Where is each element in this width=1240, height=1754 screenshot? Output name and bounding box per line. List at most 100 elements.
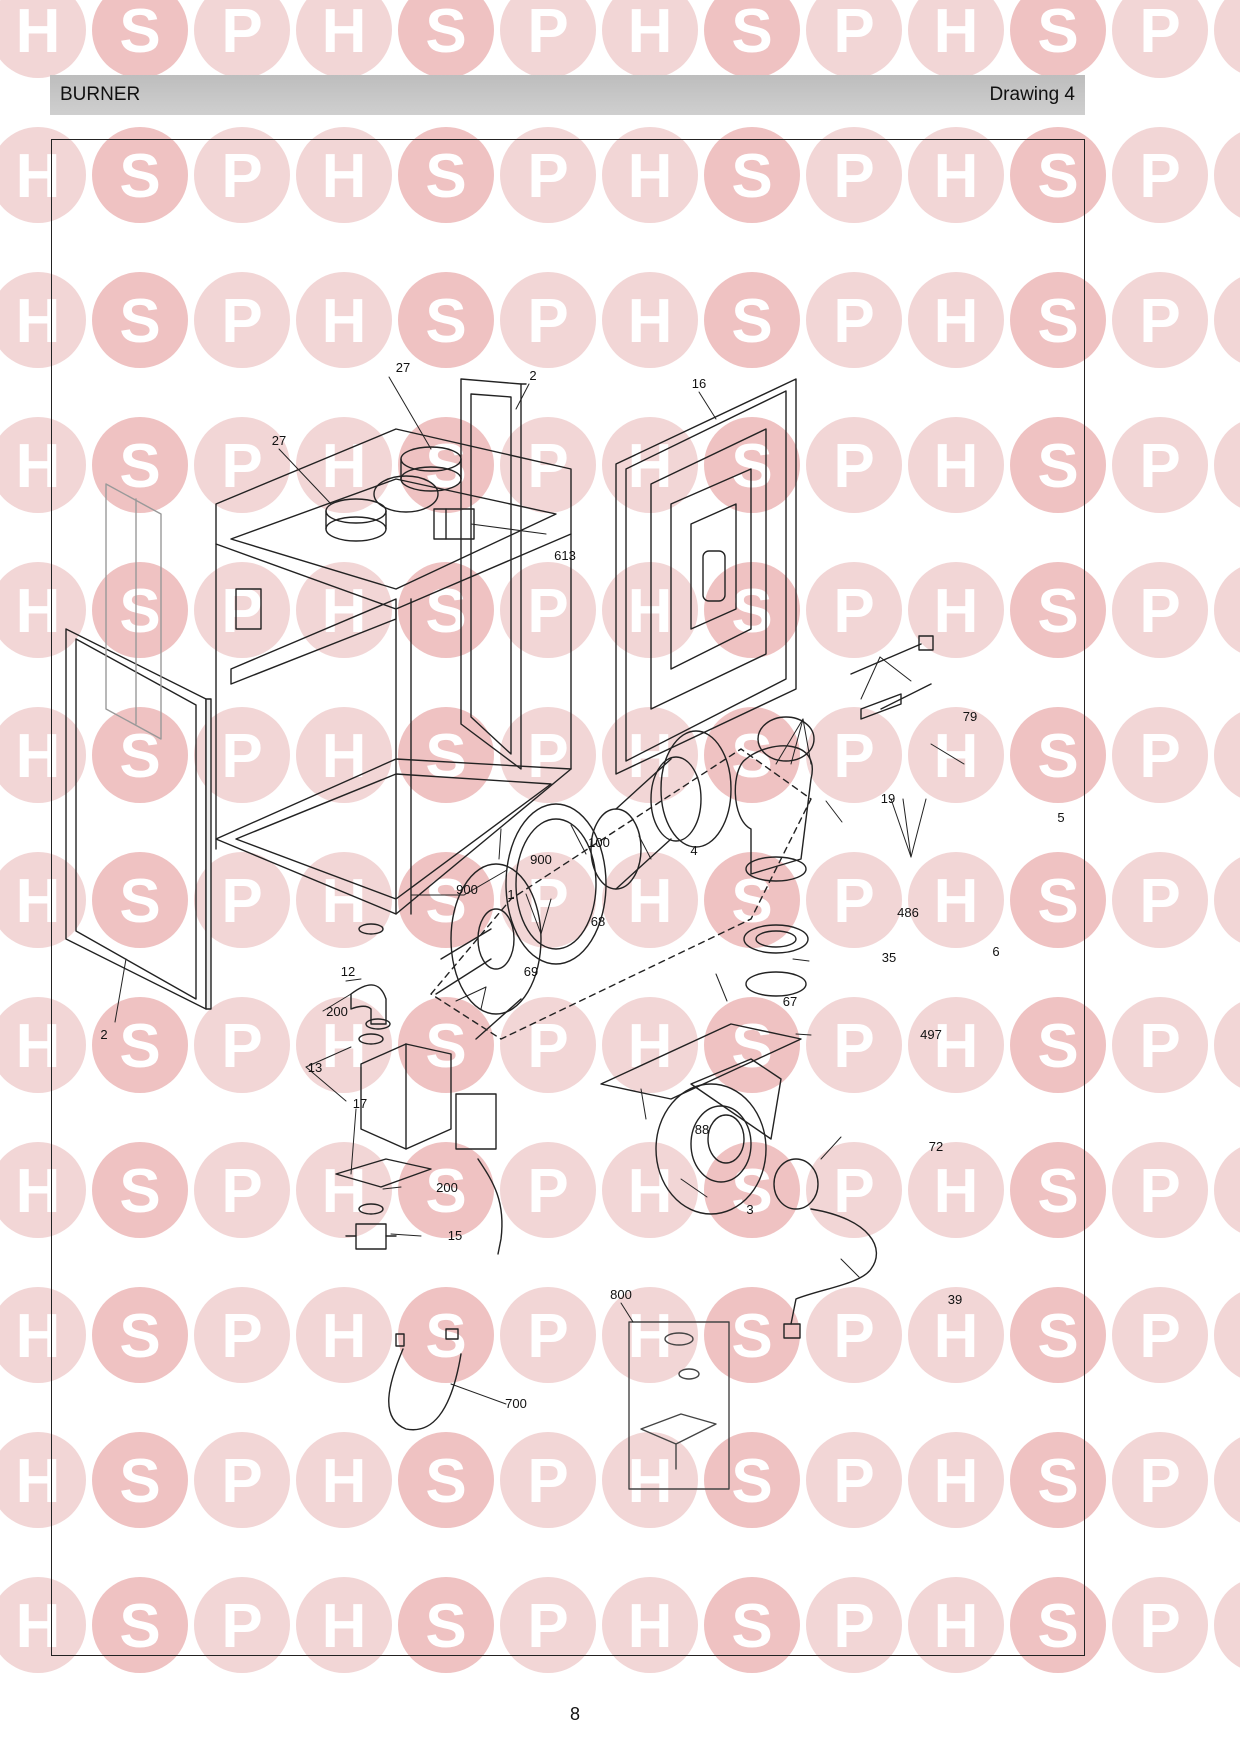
part-label: 16 <box>692 376 706 391</box>
watermark-logo: S <box>92 997 188 1093</box>
watermark-logo: P <box>1112 1432 1208 1528</box>
svg-text:H: H <box>934 432 979 501</box>
watermark-logo: H <box>602 1142 698 1238</box>
watermark-logo: S <box>704 0 800 78</box>
flue-elbow <box>734 716 815 882</box>
svg-text:S: S <box>425 1012 466 1081</box>
watermark-logo: S <box>92 1142 188 1238</box>
part-label: 4 <box>690 843 697 858</box>
svg-text:H: H <box>628 287 673 356</box>
watermark-logo: P <box>806 852 902 948</box>
watermark-logo: P <box>500 707 596 803</box>
part-label: 39 <box>948 1292 962 1307</box>
watermark-logo: P <box>194 1432 290 1528</box>
svg-text:S: S <box>119 432 160 501</box>
svg-text:P: P <box>527 722 568 791</box>
svg-text:S: S <box>1037 287 1078 356</box>
watermark-logo: H <box>296 707 392 803</box>
part-label: 613 <box>554 548 576 563</box>
svg-text:P: P <box>833 142 874 211</box>
watermark-logo: P <box>806 417 902 513</box>
svg-text:H: H <box>16 1157 61 1226</box>
svg-text:H: H <box>628 432 673 501</box>
part-label: 5 <box>1057 810 1064 825</box>
svg-text:P: P <box>1139 432 1180 501</box>
watermark-logo: S <box>92 1577 188 1673</box>
kit-box <box>628 1321 730 1490</box>
svg-text:S: S <box>1037 0 1078 66</box>
part-label: 79 <box>963 709 977 724</box>
part-label: 486 <box>897 905 919 920</box>
deflector-plate <box>600 1023 802 1100</box>
svg-text:P: P <box>527 142 568 211</box>
watermark-logo: H <box>296 0 392 78</box>
watermark-logo: P <box>806 1287 902 1383</box>
diagram-frame <box>51 139 1085 1656</box>
svg-text:P: P <box>1139 1157 1180 1226</box>
watermark-logo: S <box>398 1432 494 1528</box>
watermark-logo: H <box>1214 1292 1240 1378</box>
svg-text:P: P <box>833 722 874 791</box>
watermark-logo: P <box>1112 272 1208 368</box>
part-label: 3 <box>746 1202 753 1217</box>
svg-text:H: H <box>16 1447 61 1516</box>
svg-text:H: H <box>934 1157 979 1226</box>
watermark-logo: S <box>1010 272 1106 368</box>
svg-text:P: P <box>221 722 262 791</box>
svg-text:H: H <box>16 722 61 791</box>
watermark-logo: P <box>500 127 596 223</box>
part-label: 6 <box>992 944 999 959</box>
watermark-logo: H <box>602 0 698 78</box>
part-label: 200 <box>326 1004 348 1019</box>
watermark-logo: P <box>500 272 596 368</box>
watermark-logo: S <box>398 852 494 948</box>
svg-text:H: H <box>628 1012 673 1081</box>
watermark-logo: S <box>1010 127 1106 223</box>
watermark-logo: S <box>1010 707 1106 803</box>
watermark-logo: H <box>296 127 392 223</box>
svg-text:P: P <box>527 287 568 356</box>
watermark-logo: H <box>0 997 86 1093</box>
svg-text:S: S <box>425 287 466 356</box>
watermark-logo: P <box>194 997 290 1093</box>
svg-text:P: P <box>833 0 874 66</box>
svg-text:P: P <box>833 577 874 646</box>
svg-text:P: P <box>1139 142 1180 211</box>
watermark-logo: P <box>194 1142 290 1238</box>
electrode-assembly <box>850 635 934 720</box>
svg-text:H: H <box>322 1447 367 1516</box>
watermark-logo: H <box>1214 567 1240 653</box>
svg-text:S: S <box>1037 1157 1078 1226</box>
watermark-logo: H <box>908 127 1004 223</box>
watermark-logo: P <box>1112 127 1208 223</box>
fan-gasket <box>743 924 809 997</box>
watermark-logo: H <box>1214 422 1240 508</box>
svg-text:P: P <box>221 287 262 356</box>
part-label: 68 <box>591 914 605 929</box>
svg-text:H: H <box>322 722 367 791</box>
svg-text:H: H <box>322 142 367 211</box>
svg-text:H: H <box>934 0 979 66</box>
front-panel <box>615 378 797 775</box>
watermark-logo: P <box>194 852 290 948</box>
watermark-logo: P <box>500 0 596 78</box>
svg-text:S: S <box>425 722 466 791</box>
svg-text:H: H <box>16 1012 61 1081</box>
svg-text:S: S <box>119 142 160 211</box>
part-label: 12 <box>341 964 355 979</box>
part-label: 900 <box>456 882 478 897</box>
watermark-logo: P <box>1112 417 1208 513</box>
watermark-logo: H <box>0 127 86 223</box>
svg-text:H: H <box>16 867 61 936</box>
watermark-logo: H <box>0 852 86 948</box>
svg-text:P: P <box>1139 722 1180 791</box>
watermark-logo: S <box>398 997 494 1093</box>
watermark-logo: P <box>806 1432 902 1528</box>
svg-text:P: P <box>221 867 262 936</box>
watermark-logo: H <box>908 562 1004 658</box>
watermark-logo: P <box>500 417 596 513</box>
watermark-logo: H <box>1214 712 1240 798</box>
svg-text:P: P <box>833 1447 874 1516</box>
svg-text:P: P <box>1139 1592 1180 1661</box>
svg-text:P: P <box>221 1592 262 1661</box>
